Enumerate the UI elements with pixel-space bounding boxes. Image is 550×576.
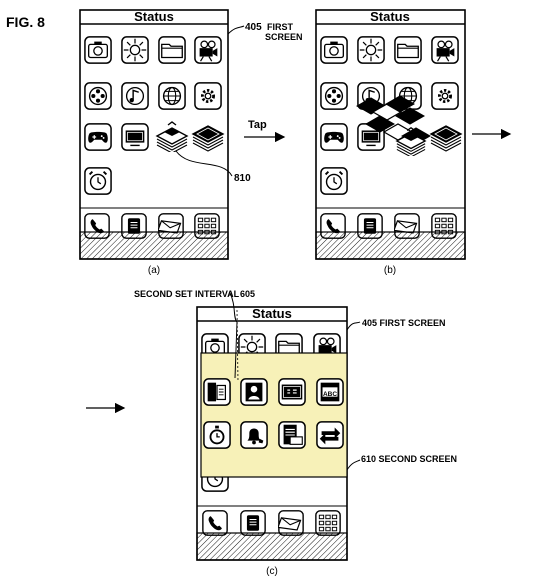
sun-icon[interactable] [121,36,149,64]
figure-label: FIG. 8 [6,14,45,30]
gamepad-icon[interactable] [320,123,348,151]
ref-405-c: 405 FIRST SCREEN [362,318,446,328]
caption-a: (a) [148,265,160,276]
ref-605: 605 [240,289,255,299]
status-bar-b: Status [370,9,410,24]
abc-icon-text: ABC [323,391,337,398]
video-camera-icon[interactable] [194,36,222,64]
camera-icon[interactable] [84,36,112,64]
status-bar-c: Status [252,306,292,321]
alarm-clock-icon[interactable] [84,167,112,195]
notepad-icon[interactable] [278,421,306,449]
ref-610-c: 610 SECOND SCREEN [361,454,457,464]
music-icon[interactable] [121,82,149,110]
second-set-interval-label: SECOND SET INTERVAL [134,289,240,299]
film-reel-icon[interactable] [84,82,112,110]
panel-b-phone: Status [315,9,466,260]
video-camera-icon[interactable] [431,36,459,64]
swap-arrows-icon[interactable] [316,421,344,449]
globe-icon[interactable] [158,82,186,110]
mail-icon[interactable] [278,510,304,536]
ref-405-a: 405 [245,22,262,33]
folder-icon[interactable] [158,36,186,64]
gear-icon[interactable] [431,82,459,110]
panel-c-phone: Status ABC [196,306,348,561]
timer-icon[interactable] [203,421,231,449]
phone-icon[interactable] [202,510,228,536]
panel-a-phone: Status [79,9,229,260]
display-icon[interactable] [278,378,306,406]
contact-icon[interactable] [240,378,268,406]
tv-icon[interactable] [121,123,149,151]
camera-icon[interactable] [320,36,348,64]
tap-label: Tap [248,119,267,131]
sun-icon[interactable] [357,36,385,64]
film-reel-icon[interactable] [320,82,348,110]
gear-icon[interactable] [194,82,222,110]
caption-b: (b) [384,265,396,276]
ref-810: 810 [234,173,251,184]
second-screen-overlay [200,352,348,478]
first-screen-label-line1: FIRST [267,22,294,32]
gamepad-icon[interactable] [84,123,112,151]
folder-icon[interactable] [394,36,422,64]
status-bar-a: Status [134,9,174,24]
caption-c: (c) [266,566,278,576]
bell-icon[interactable] [240,421,268,449]
book-icon[interactable] [203,378,231,406]
alarm-clock-icon[interactable] [320,167,348,195]
first-screen-label-line2: SCREEN [265,32,303,42]
grid-menu-icon[interactable] [315,510,341,536]
memo-icon[interactable] [240,510,266,536]
